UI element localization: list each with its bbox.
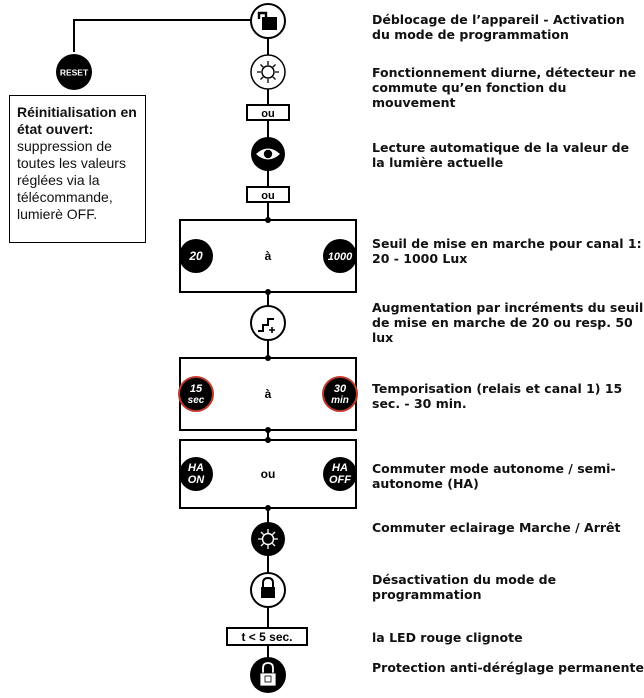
step-description: Protection anti-déréglage permanente — [372, 660, 644, 675]
sun-outline-icon — [250, 54, 286, 90]
reset-label: RESET — [60, 68, 89, 78]
step-description: Lecture automatique de la valeur de la l… — [372, 140, 630, 170]
lux-min: 20 — [188, 249, 203, 263]
time-max-unit: min — [331, 395, 349, 406]
reset-note-body: suppression de toutes les valeurs réglée… — [17, 138, 126, 222]
or-box: ou — [246, 186, 290, 203]
time-min-value: 15 — [190, 383, 203, 395]
lux-range-box: 20 à 1000 — [179, 217, 357, 295]
step-description: Commuter mode autonome / semi-autonome (… — [372, 461, 616, 491]
or-box: ou — [246, 104, 290, 121]
or-label: ou — [261, 108, 274, 120]
step-description: Fonctionnement diurne, détecteur ne comm… — [372, 65, 637, 110]
eye-icon — [251, 137, 285, 171]
or-label: ou — [261, 190, 274, 202]
reset-note-title: Réinitialisation en état ouvert: — [17, 104, 137, 137]
reset-connector — [73, 19, 268, 52]
step-description: la LED rouge clignote — [372, 630, 523, 645]
ha-connector: ou — [261, 467, 276, 481]
reset-note: Réinitialisation en état ouvert: suppres… — [9, 95, 146, 243]
light-toggle-icon — [251, 522, 285, 556]
ha-off-bottom: OFF — [329, 474, 351, 486]
increment-step-icon — [250, 305, 286, 341]
time-max-value: 30 — [334, 383, 347, 395]
ha-off-top: HA — [332, 462, 348, 474]
ha-on-top: HA — [188, 462, 204, 474]
lux-connector: à — [265, 249, 272, 263]
permanent-lock-icon — [250, 657, 286, 693]
lock-icon — [250, 572, 286, 608]
ha-mode-box: HA ON ou HA OFF — [179, 437, 357, 511]
step-description: Déblocage de l’appareil - Activation du … — [372, 12, 625, 42]
time-connector: à — [265, 387, 272, 401]
step-description: Désactivation du mode de programmation — [372, 572, 557, 602]
lux-max: 1000 — [328, 251, 353, 263]
step-description: Seuil de mise en marche pour canal 1: 20… — [372, 236, 642, 266]
timer-box: t < 5 sec. — [226, 627, 308, 646]
time-range-box: 15 sec à 30 min — [178, 355, 358, 433]
timer-label: t < 5 sec. — [241, 630, 292, 644]
reset-button: RESET — [56, 54, 92, 90]
step-description: Augmentation par incréments du seuil de … — [372, 300, 644, 345]
ha-on-bottom: ON — [188, 474, 206, 486]
step-description: Temporisation (relais et canal 1) 15 sec… — [372, 381, 623, 411]
step-description: Commuter eclairage Marche / Arrêt — [372, 520, 621, 535]
time-min-unit: sec — [188, 395, 205, 406]
unlock-icon — [250, 3, 286, 39]
